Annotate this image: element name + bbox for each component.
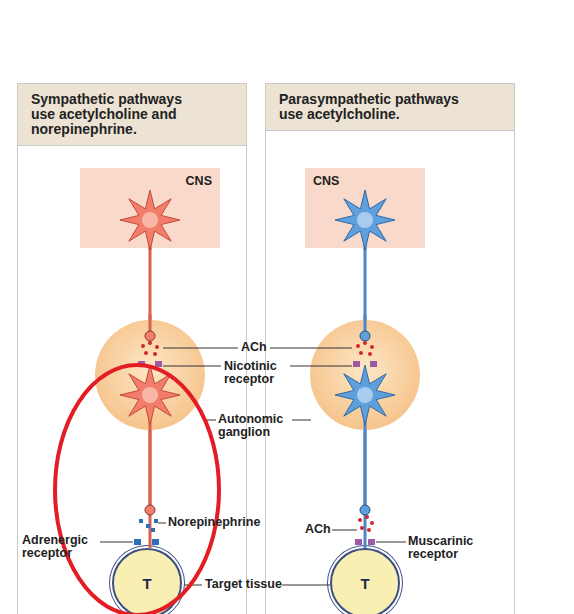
cns-label: CNS: [313, 174, 417, 188]
panel-heading: Parasympathetic pathways use acetylcholi…: [266, 84, 514, 131]
heading-text: Parasympathetic pathways use acetylcholi…: [279, 92, 486, 122]
callout-label: Nicotinic receptor: [224, 360, 290, 386]
pathway-panel: Parasympathetic pathways use acetylcholi…: [265, 83, 515, 614]
callout-label: ACh: [241, 341, 267, 354]
cns-box: CNS: [80, 168, 220, 248]
callout-label: ACh: [305, 523, 331, 536]
norepinephrine-molecules: [139, 519, 158, 532]
heading-text: Sympathetic pathways use acetylcholine a…: [31, 92, 191, 137]
target-tissue-circle: T: [330, 548, 400, 614]
cns-box: CNS: [305, 168, 425, 248]
axon-connector: [364, 248, 367, 548]
target-tissue-circle: T: [112, 548, 182, 614]
target-letter: T: [360, 575, 369, 592]
callout-label: Target tissue: [205, 578, 282, 591]
panel-heading: Sympathetic pathways use acetylcholine a…: [18, 84, 246, 146]
axon-connector: [149, 248, 152, 548]
callout-label: Autonomic ganglion: [218, 413, 292, 439]
ganglion-circle: [310, 320, 420, 430]
muscarinic-receptor: [355, 539, 375, 545]
callout-label: Muscarinic receptor: [408, 535, 490, 561]
callout-label: Norepinephrine: [168, 516, 260, 529]
callout-label: Adrenergic receptor: [22, 534, 100, 560]
cns-label: CNS: [88, 174, 212, 188]
ganglion-circle: [95, 320, 205, 430]
adrenergic-receptor: [134, 539, 159, 545]
ach-molecules: [141, 341, 374, 532]
target-letter: T: [142, 575, 151, 592]
